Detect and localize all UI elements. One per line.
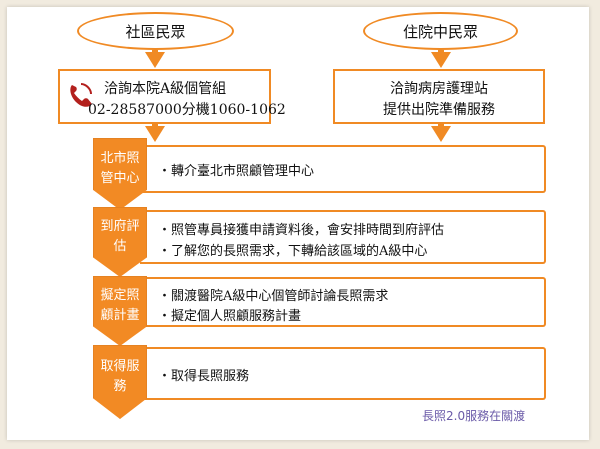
step-2-label-line-1: 到府評 bbox=[100, 219, 140, 234]
arrow-left-down bbox=[145, 52, 165, 68]
step-2-item-2: ・了解您的長照需求，下轉給該區域的A級中心 bbox=[158, 244, 428, 259]
step-4-item-1: ・取得長照服務 bbox=[158, 369, 250, 384]
step-3-label-line-1: 擬定照 bbox=[100, 288, 140, 303]
arrow-right-down-2 bbox=[431, 126, 451, 142]
ward-contact-line2: 提供出院準備服務 bbox=[383, 102, 495, 118]
step-4-label-line-2: 務 bbox=[113, 379, 127, 394]
phone-icon bbox=[70, 83, 92, 107]
hospital-contact-box: 洽詢本院A級個管組 02-28587000分機1060-1062 bbox=[58, 69, 286, 124]
step-4-panel: ・取得長照服務 bbox=[140, 347, 546, 400]
ward-contact-line1: 洽詢病房護理站 bbox=[390, 81, 488, 97]
community-public-label: 社區民眾 bbox=[125, 22, 186, 41]
inpatient-oval: 住院中民眾 bbox=[363, 12, 518, 50]
step-1-item-1: ・轉介臺北市照顧管理中心 bbox=[158, 164, 315, 179]
step-2-label-line-2: 估 bbox=[113, 239, 127, 254]
step-3-panel: ・關渡醫院A級中心個管師討論長照需求 ・擬定個人照顧服務計畫 bbox=[140, 277, 546, 327]
arrow-left-down-2 bbox=[145, 126, 165, 142]
community-public-oval: 社區民眾 bbox=[77, 12, 234, 50]
footer-caption: 長照2.0服務在關渡 bbox=[422, 409, 526, 423]
hospital-contact-line1: 洽詢本院A級個管組 bbox=[104, 81, 227, 97]
step-1-label-line-1: 北市照 bbox=[100, 151, 140, 166]
step-3-item-1: ・關渡醫院A級中心個管師討論長照需求 bbox=[158, 289, 389, 304]
step-2-item-1: ・照管專員接獲申請資料後，會安排時間到府評估 bbox=[158, 223, 445, 238]
inpatient-label: 住院中民眾 bbox=[402, 22, 478, 41]
arrow-right-down bbox=[431, 52, 451, 68]
step-1-label-line-2: 管中心 bbox=[100, 171, 140, 186]
step-3-item-2: ・擬定個人照顧服務計畫 bbox=[158, 309, 302, 324]
ward-contact-box: 洽詢病房護理站 提供出院準備服務 bbox=[333, 69, 545, 124]
step-4-label-line-1: 取得服 bbox=[100, 359, 140, 374]
hospital-contact-phone: 02-28587000分機1060-1062 bbox=[88, 102, 286, 118]
step-1-panel: ・轉介臺北市照顧管理中心 bbox=[140, 145, 546, 193]
step-2-panel: ・照管專員接獲申請資料後，會安排時間到府評估 ・了解您的長照需求，下轉給該區域的… bbox=[140, 210, 546, 264]
step-3-label-line-2: 顧計畫 bbox=[100, 308, 140, 323]
